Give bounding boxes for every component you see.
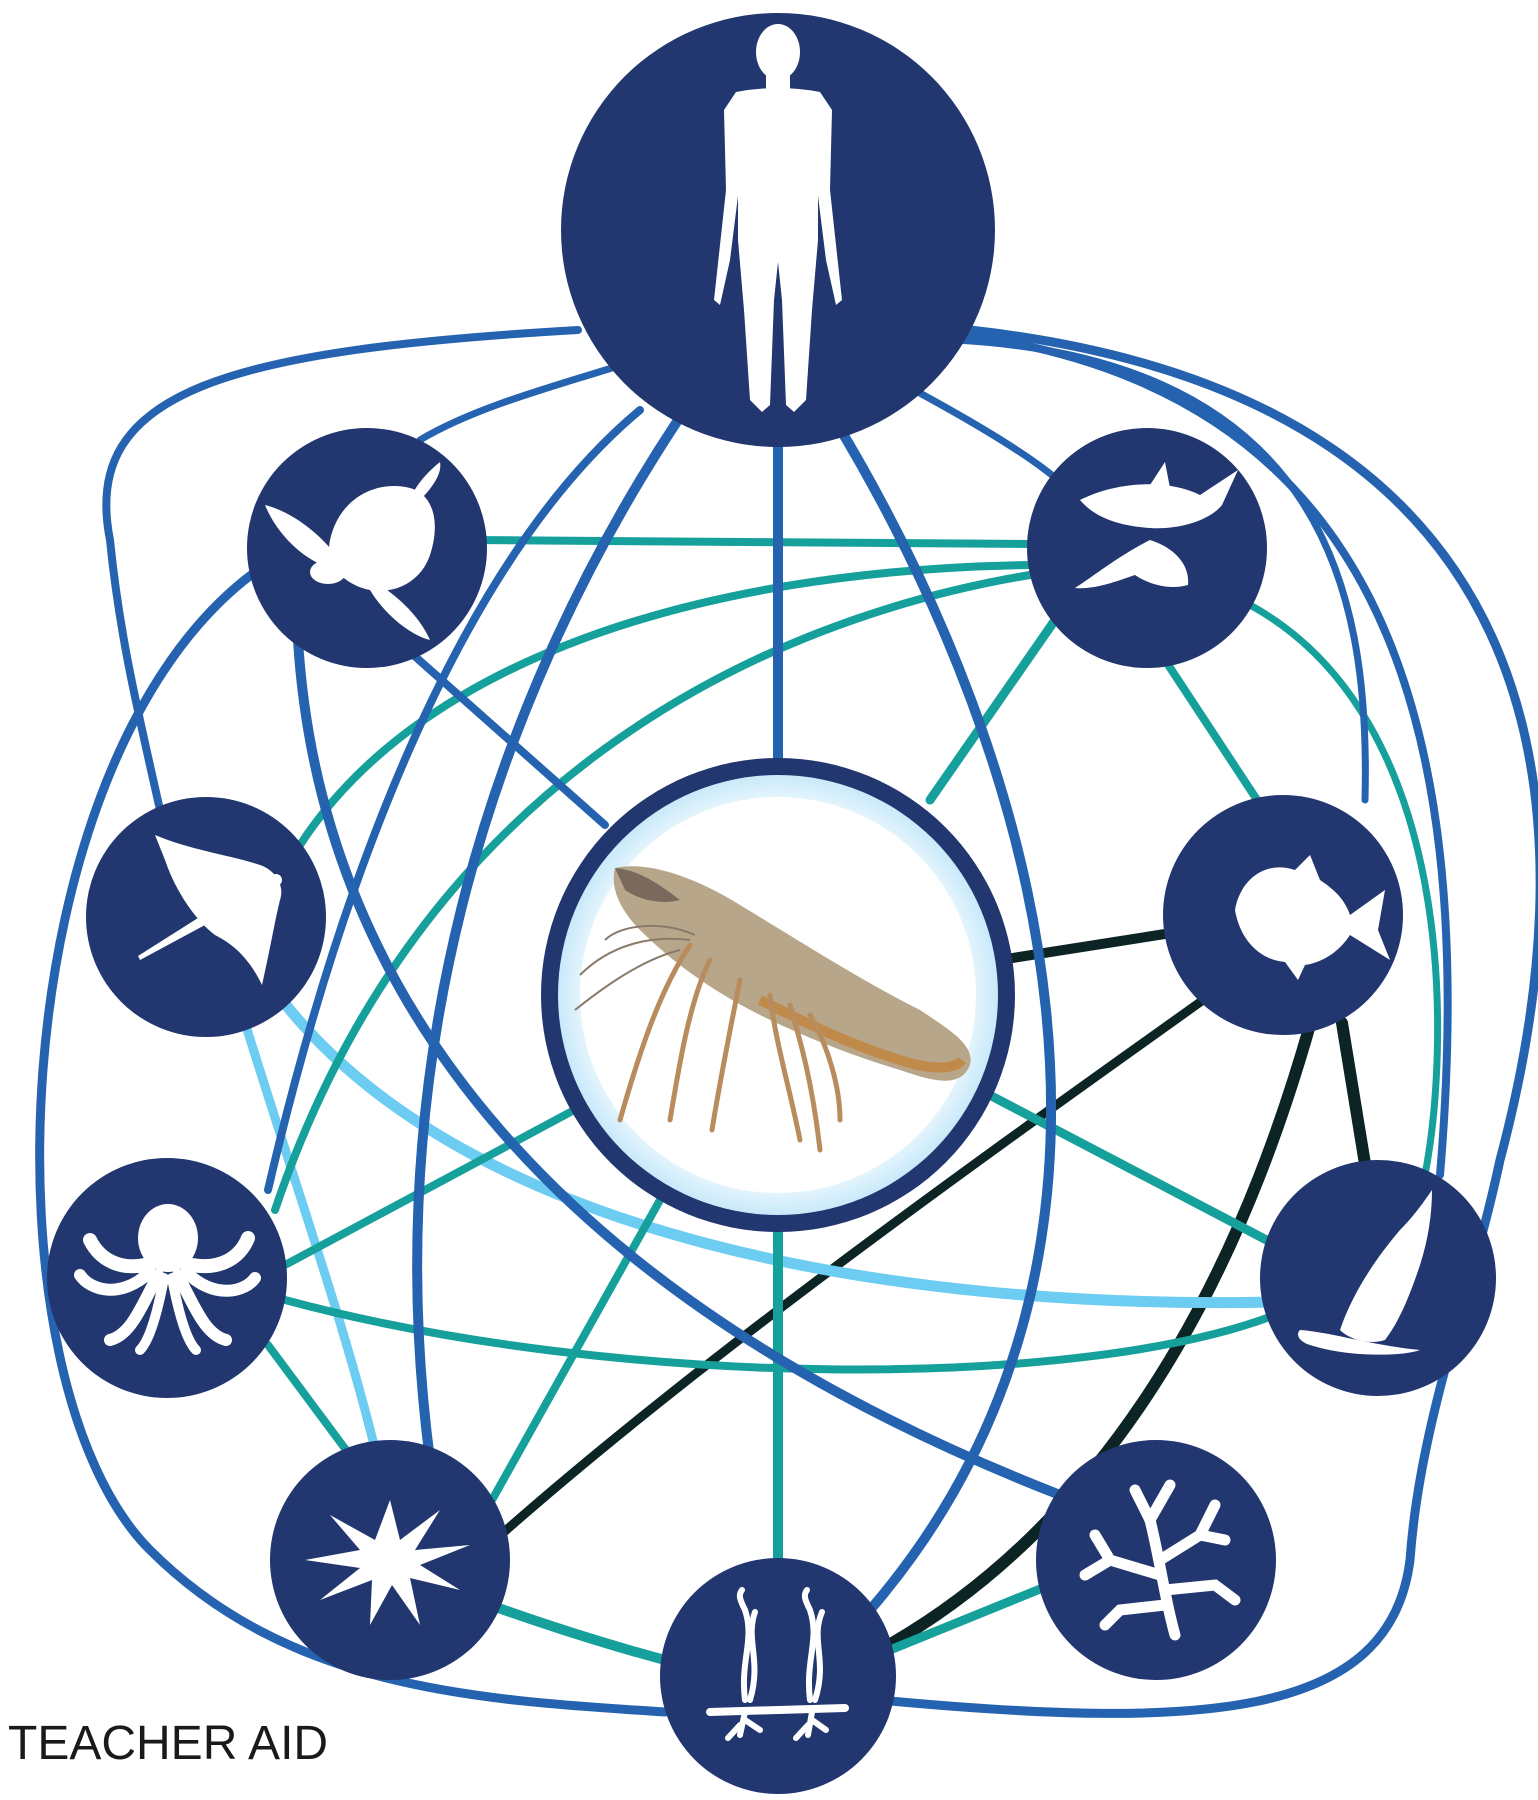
node-coral [1036,1440,1276,1680]
link-octopus-urchin [268,1345,352,1458]
node-spiny-lobster [541,758,1015,1232]
node-human [561,13,995,447]
node-stingray [86,797,326,1037]
node-sea-turtle [247,428,487,668]
node-shark [1027,428,1267,668]
node-sea-snail [1260,1160,1496,1396]
link-human-shark [905,385,1060,482]
link-human-turtle [420,368,612,440]
node-seagrass [660,1558,896,1794]
link-turtle-lobster [410,652,605,825]
link-shark-triggerfish [1165,660,1265,812]
node-triggerfish [1163,795,1403,1035]
teacher-aid-caption: TEACHER AID [8,1716,328,1771]
link-triggerfish-snail [1342,1023,1366,1170]
link-urchin-seagrass [490,1605,665,1660]
link-lobster-snail [980,1090,1276,1245]
node-sea-urchin [270,1440,510,1680]
link-turtle-shark [465,540,1030,544]
node-octopus [47,1158,287,1398]
